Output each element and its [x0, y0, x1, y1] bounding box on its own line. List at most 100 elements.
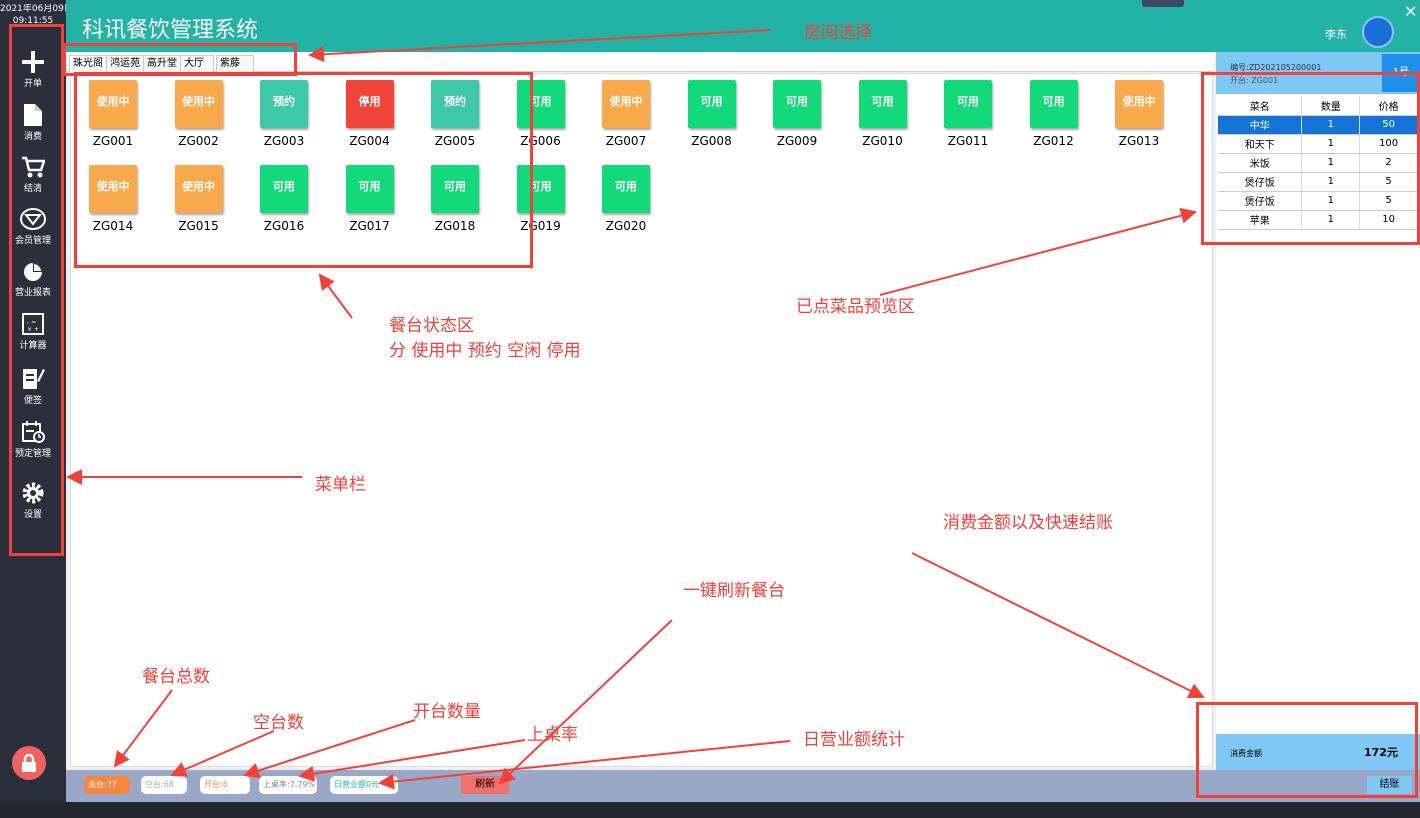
- table-status-tile[interactable]: 可用: [1029, 80, 1078, 128]
- table-status-tile[interactable]: 可用: [260, 165, 308, 213]
- table-status-tile[interactable]: 可用: [773, 80, 821, 128]
- table-status-tile[interactable]: 使用中: [174, 165, 223, 213]
- sidebar-item-label: 营业报表: [14, 288, 51, 298]
- table-status-tile[interactable]: 使用中: [602, 80, 650, 128]
- table-card[interactable]: 使用中 ZG013: [1115, 80, 1163, 148]
- table-name: ZG018: [434, 219, 476, 233]
- table-status-tile[interactable]: 可用: [516, 165, 565, 213]
- sidebar-item-member[interactable]: 会员管理: [8, 207, 58, 253]
- table-card[interactable]: 停用 ZG004: [345, 80, 394, 148]
- annotation-table-area: 餐台状态区: [389, 316, 474, 336]
- lock-icon: [22, 754, 36, 772]
- sidebar-item-report[interactable]: 营业报表: [8, 261, 58, 307]
- table-status-tile[interactable]: 停用: [345, 80, 394, 128]
- total-tables-badge: 总台:77: [84, 776, 130, 794]
- lock-button[interactable]: [12, 746, 46, 780]
- sidebar-item-settle[interactable]: 结清: [8, 155, 58, 201]
- table-cell: 1: [1301, 172, 1361, 192]
- order-number: 编号:ZD202105200001: [1230, 63, 1322, 72]
- table-status-tile[interactable]: 使用中: [89, 165, 137, 213]
- table-cell: 1: [1301, 210, 1361, 230]
- sidebar-item-calculator[interactable]: - =× + 计算器: [8, 312, 58, 358]
- sidebar-item-reservation[interactable]: 预定管理: [8, 420, 58, 466]
- table-name: ZG013: [1118, 134, 1160, 148]
- table-name: ZG020: [605, 219, 647, 233]
- sidebar-item-open-order[interactable]: 开单: [8, 50, 58, 96]
- cart-icon: [22, 156, 45, 178]
- table-card[interactable]: 使用中 ZG001: [89, 80, 137, 148]
- refresh-button[interactable]: 刷新: [461, 776, 509, 794]
- table-cell: 1: [1301, 134, 1361, 154]
- tab-room-5[interactable]: 紫藤: [216, 55, 254, 72]
- table-status-tile[interactable]: 可用: [345, 165, 394, 213]
- open-tables-badge: 开台:6: [200, 776, 250, 794]
- sidebar-time: 09:11:55: [12, 16, 54, 24]
- sidebar-item-label: 开单: [23, 79, 42, 89]
- empty-tables-badge: 空台:68: [141, 776, 187, 794]
- room-tabs: 珠光阁 鸿运苑 高升堂 大厅 紫藤: [66, 52, 1214, 72]
- annotation-room-select: 房间选择: [804, 23, 872, 43]
- annotation-open: 开台数量: [413, 702, 481, 722]
- table-status-tile[interactable]: 可用: [858, 80, 907, 128]
- sidebar-item-label: 消费: [23, 132, 42, 142]
- column-header: 数量: [1301, 96, 1361, 116]
- table-card[interactable]: 可用 ZG018: [431, 165, 479, 233]
- calendar-icon: [22, 421, 45, 443]
- status-bar: 总台:77 空台:68 开台:6 上桌率:7.79% 日营业额0元 刷新 结账: [66, 770, 1420, 802]
- table-cell: 苹果: [1218, 210, 1303, 230]
- sidebar-item-label: 设置: [23, 510, 42, 520]
- annotation-refresh: 一键刷新餐台: [683, 581, 785, 601]
- table-name: ZG004: [349, 134, 390, 148]
- sidebar-item-notes[interactable]: 便签: [8, 365, 58, 411]
- annotation-dish-preview: 已点菜品预览区: [796, 297, 915, 317]
- table-card[interactable]: 可用 ZG020: [602, 165, 650, 233]
- table-name: ZG017: [349, 219, 390, 233]
- annotation-total: 餐台总数: [142, 667, 210, 687]
- checkout-button[interactable]: 结账: [1367, 776, 1412, 794]
- table-status-tile[interactable]: 使用中: [174, 80, 223, 128]
- annotation-menu-bar: 菜单栏: [315, 475, 366, 495]
- table-status-tile[interactable]: 可用: [431, 165, 479, 213]
- avatar[interactable]: [1362, 16, 1394, 48]
- table-status-tile[interactable]: 可用: [516, 80, 565, 128]
- order-panel: 编号:ZD202105200001 开台: ZG001 1号 菜名 数量 价格 …: [1216, 52, 1420, 770]
- table-status-tile[interactable]: 可用: [687, 80, 736, 128]
- table-card[interactable]: 可用 ZG009: [773, 80, 821, 148]
- table-status-tile[interactable]: 预约: [431, 80, 479, 128]
- amount-value: 172元: [1364, 746, 1398, 759]
- sidebar-item-consume[interactable]: 消费: [8, 103, 58, 149]
- table-status-tile[interactable]: 可用: [944, 80, 992, 128]
- close-icon[interactable]: ✕: [1404, 2, 1418, 21]
- table-status-tile[interactable]: 预约: [260, 80, 308, 128]
- table-name: ZG001: [92, 134, 134, 148]
- tab-room-4[interactable]: 大厅: [180, 55, 214, 72]
- table-status-tile[interactable]: 可用: [602, 165, 650, 213]
- table-name: ZG009: [776, 134, 818, 148]
- table-status-tile[interactable]: 使用中: [89, 80, 137, 128]
- amount-label: 消费金额: [1230, 749, 1262, 758]
- table-cell: 煲仔饭: [1218, 172, 1303, 192]
- table-cell: 1: [1301, 115, 1361, 135]
- table-status-tile[interactable]: 使用中: [1115, 80, 1163, 128]
- sidebar-item-settings[interactable]: 设置: [8, 481, 58, 527]
- table-card[interactable]: 可用 ZG017: [345, 165, 394, 233]
